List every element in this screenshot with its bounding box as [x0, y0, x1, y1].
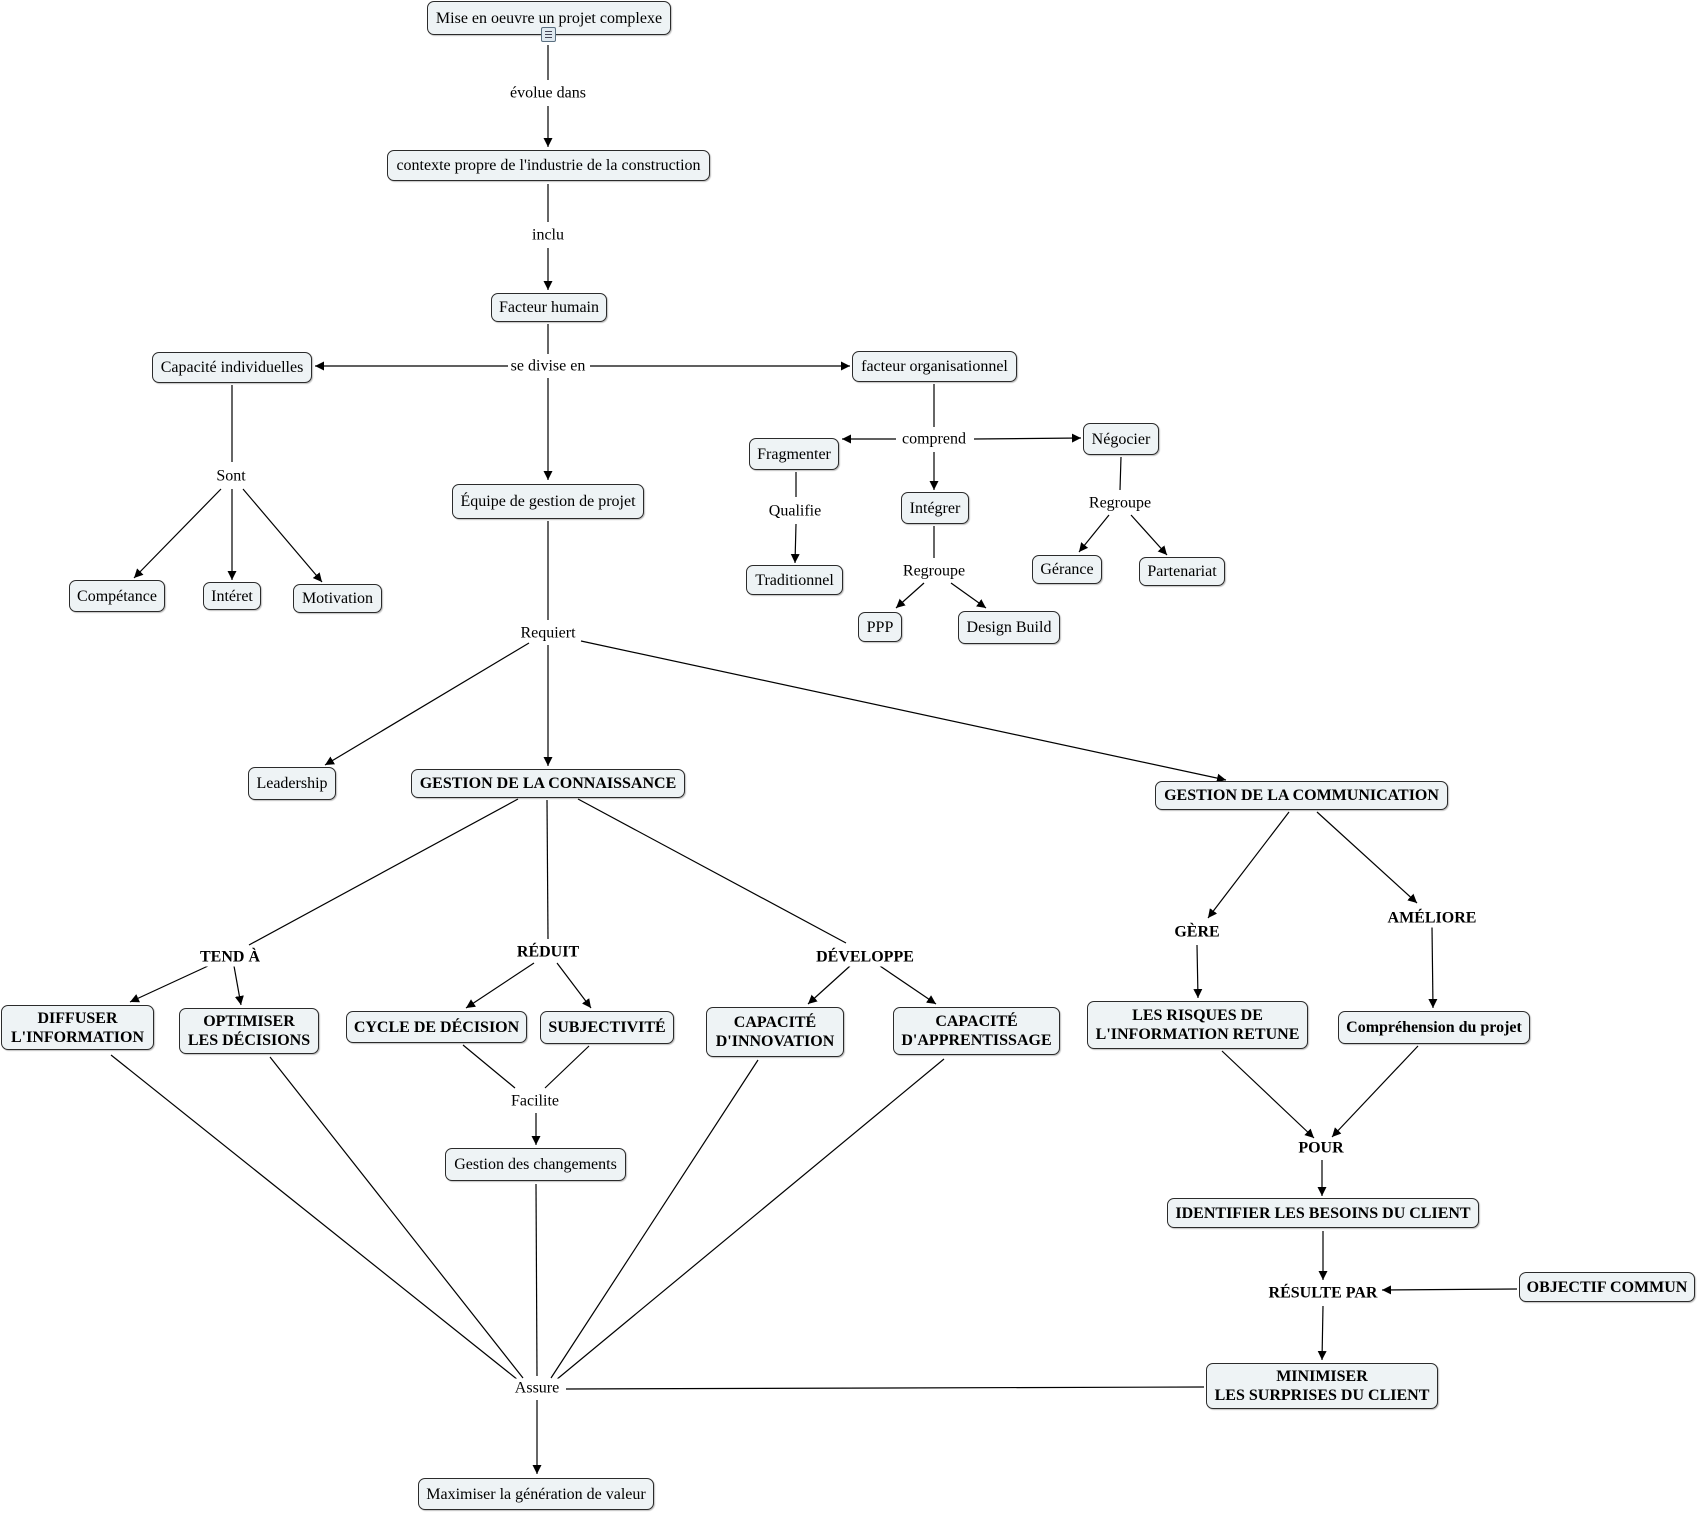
node-facteur-humain[interactable]: Facteur humain — [491, 293, 607, 322]
link-evolue-dans[interactable]: évolue dans — [508, 83, 588, 103]
link-assure[interactable]: Assure — [512, 1378, 562, 1398]
node-negocier[interactable]: Négocier — [1083, 423, 1159, 455]
link-ameliore[interactable]: AMÉLIORE — [1385, 908, 1479, 928]
link-sont[interactable]: Sont — [214, 466, 248, 486]
link-resulte-par[interactable]: RÉSULTE PAR — [1266, 1283, 1380, 1303]
connector-arrow — [1381, 1285, 1518, 1295]
node-equipe-gestion[interactable]: Équipe de gestion de projet — [452, 484, 644, 519]
node-cycle-decision[interactable]: CYCLE DE DÉCISION — [346, 1011, 527, 1043]
connector-arrow — [465, 962, 535, 1009]
link-gere[interactable]: GÈRE — [1172, 922, 1222, 942]
connector-arrow — [973, 433, 1082, 443]
connector-line — [555, 1058, 945, 1381]
connector-arrow — [879, 965, 937, 1005]
connector-arrow — [1207, 811, 1290, 919]
node-capacite-individuelles[interactable]: Capacité individuelles — [152, 352, 312, 383]
node-motivation[interactable]: Motivation — [293, 584, 382, 613]
node-traditionnel[interactable]: Traditionnel — [746, 565, 843, 595]
node-diffuser-information[interactable]: DIFFUSER L'INFORMATION — [1, 1005, 154, 1050]
connector-arrow — [580, 640, 1227, 783]
node-gestion-changements[interactable]: Gestion des changements — [445, 1148, 626, 1181]
node-interet[interactable]: Intéret — [203, 582, 261, 610]
link-inclu[interactable]: inclu — [530, 225, 566, 245]
connector-line — [462, 1044, 516, 1089]
connector-line — [565, 1386, 1205, 1390]
connector-line — [544, 1045, 590, 1089]
connector-arrow — [1316, 811, 1418, 904]
link-comprend[interactable]: comprend — [900, 429, 968, 449]
node-subjectivite[interactable]: SUBJECTIVITÉ — [540, 1011, 674, 1044]
connector-line — [546, 799, 549, 940]
node-design-build[interactable]: Design Build — [958, 611, 1060, 644]
connector-arrow — [129, 965, 209, 1003]
node-ppp[interactable]: PPP — [858, 612, 902, 642]
node-objectif-commun[interactable]: OBJECTIF COMMUN — [1519, 1272, 1695, 1302]
node-partenariat[interactable]: Partenariat — [1139, 557, 1225, 586]
node-gestion-communication[interactable]: GESTION DE LA COMMUNICATION — [1155, 781, 1448, 810]
node-contexte[interactable]: contexte propre de l'industrie de la con… — [387, 150, 710, 181]
node-capacite-innovation[interactable]: CAPACITÉ D'INNOVATION — [706, 1007, 844, 1057]
connector-arrow — [807, 965, 851, 1005]
link-requiert[interactable]: Requiert — [518, 623, 578, 643]
node-capacite-apprentissage[interactable]: CAPACITÉ D'APPRENTISSAGE — [893, 1007, 1060, 1055]
connector-line — [577, 798, 847, 944]
node-risques-information[interactable]: LES RISQUES DE L'INFORMATION RETUNE — [1087, 1001, 1308, 1049]
link-regroupe-negocier[interactable]: Regroupe — [1086, 493, 1154, 513]
node-maximiser-valeur[interactable]: Maximiser la génération de valeur — [418, 1478, 654, 1510]
connector-line — [1119, 456, 1122, 491]
node-gestion-connaissance[interactable]: GESTION DE LA CONNAISSANCE — [411, 769, 685, 798]
link-developpe[interactable]: DÉVELOPPE — [814, 947, 916, 967]
node-facteur-organisationnel[interactable]: facteur organisationnel — [852, 351, 1017, 382]
link-se-divise-en[interactable]: se divise en — [508, 356, 588, 376]
connector-line — [110, 1054, 519, 1381]
connector-line — [269, 1056, 524, 1379]
link-pour[interactable]: POUR — [1296, 1138, 1346, 1158]
connector-arrow — [950, 582, 987, 609]
node-leadership[interactable]: Leadership — [248, 767, 336, 800]
link-reduit[interactable]: RÉDUIT — [514, 942, 582, 962]
connector-arrow — [242, 488, 323, 583]
node-competance[interactable]: Compétance — [69, 580, 165, 612]
node-gerance[interactable]: Gérance — [1032, 555, 1102, 584]
link-facilite[interactable]: Facilite — [509, 1091, 561, 1111]
connector-arrow — [1130, 514, 1168, 556]
node-integrer[interactable]: Intégrer — [901, 492, 969, 524]
link-tend-a[interactable]: TEND À — [197, 947, 263, 967]
connector-arrow — [1078, 514, 1110, 553]
connector-arrow — [1428, 926, 1438, 1009]
connector-arrow — [895, 582, 925, 609]
link-regroupe-integrer[interactable]: Regroupe — [900, 561, 968, 581]
connector-arrow — [790, 523, 800, 564]
connector-line — [535, 1183, 538, 1377]
connector-arrow — [556, 962, 592, 1009]
connector-arrow — [233, 965, 244, 1006]
link-qualifie[interactable]: Qualifie — [766, 501, 824, 521]
node-optimiser-decisions[interactable]: OPTIMISER LES DÉCISIONS — [179, 1008, 319, 1054]
node-fragmenter[interactable]: Fragmenter — [749, 438, 839, 470]
connector-line — [550, 1059, 759, 1379]
connector-arrow — [1317, 1305, 1327, 1361]
node-identifier-besoins[interactable]: IDENTIFIER LES BESOINS DU CLIENT — [1167, 1198, 1479, 1228]
connector-arrow — [1331, 1045, 1419, 1138]
node-comprehension-projet[interactable]: Compréhension du projet — [1338, 1011, 1530, 1044]
connector-arrow — [324, 642, 530, 766]
document-icon[interactable] — [541, 27, 556, 42]
connector-arrow — [1221, 1050, 1315, 1139]
connector-arrow — [133, 488, 222, 579]
connector-arrow — [1193, 944, 1203, 999]
node-minimiser-surprises[interactable]: MINIMISER LES SURPRISES DU CLIENT — [1206, 1363, 1438, 1409]
connector-line — [248, 798, 519, 946]
